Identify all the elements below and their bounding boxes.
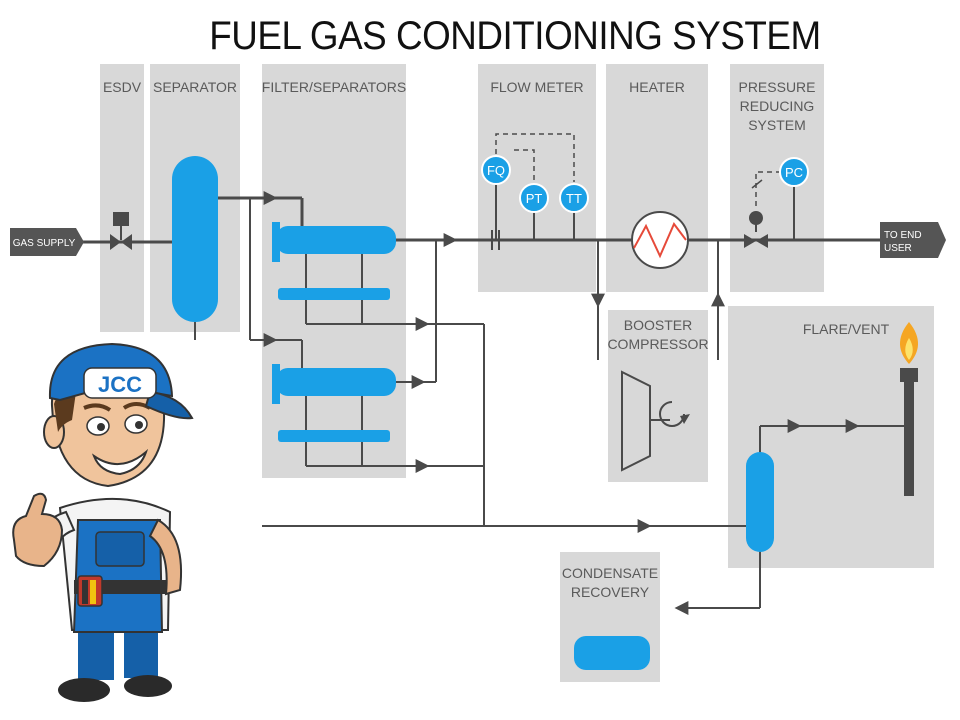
label-heater: HEATER	[629, 79, 685, 95]
panel-booster-compressor	[608, 310, 708, 482]
label-booster-line-2: COMPRESSOR	[607, 336, 708, 352]
svg-text:TT: TT	[566, 191, 582, 206]
panel-filter-separators	[262, 64, 406, 478]
panel-pressure-reducing	[730, 64, 824, 292]
separator-vessel	[172, 156, 218, 322]
compressor-icon	[621, 370, 690, 472]
cap-logo: JCC	[98, 372, 142, 397]
svg-text:PT: PT	[526, 191, 543, 206]
svg-text:GAS SUPPLY: GAS SUPPLY	[13, 238, 76, 249]
label-esdv: ESDV	[103, 79, 142, 95]
label-booster-line-1: BOOSTER	[624, 317, 692, 333]
filter-separator-1	[272, 222, 396, 300]
panel-esdv	[100, 64, 144, 332]
svg-text:TO END: TO END	[884, 230, 922, 241]
instrument-tt: TT	[559, 183, 589, 213]
label-flow-meter: FLOW METER	[490, 79, 583, 95]
flow-orifice-icon	[491, 230, 500, 250]
end-user-badge: TO END USER	[880, 222, 946, 258]
condensate-tank	[574, 636, 650, 670]
label-pressure-line-3: SYSTEM	[748, 117, 806, 133]
label-condensate-line-2: RECOVERY	[571, 584, 650, 600]
control-valve-icon	[744, 179, 768, 248]
label-separator: SEPARATOR	[153, 79, 237, 95]
svg-text:FQ: FQ	[487, 163, 505, 178]
heater-icon	[631, 211, 689, 269]
label-condensate-line-1: CONDENSATE	[562, 565, 658, 581]
mascot-illustration: JCC	[12, 342, 194, 702]
filter-separator-2	[272, 364, 396, 442]
label-pressure-line-1: PRESSURE	[738, 79, 815, 95]
flare-stack-icon	[899, 322, 919, 496]
label-filter-separators: FILTER/SEPARATORS	[262, 79, 406, 95]
flare-drum	[746, 452, 774, 552]
svg-text:USER: USER	[884, 243, 912, 254]
instrument-pc: PC	[779, 157, 809, 187]
label-flare-vent: FLARE/VENT	[803, 321, 890, 337]
instrument-pt: PT	[519, 183, 549, 213]
esdv-valve-icon	[110, 212, 132, 250]
instrument-fq: FQ	[481, 155, 511, 185]
gas-supply-badge: GAS SUPPLY	[10, 228, 84, 256]
label-pressure-line-2: REDUCING	[740, 98, 815, 114]
diagram-title: FUEL GAS CONDITIONING SYSTEM	[209, 14, 821, 58]
svg-text:PC: PC	[785, 165, 803, 180]
